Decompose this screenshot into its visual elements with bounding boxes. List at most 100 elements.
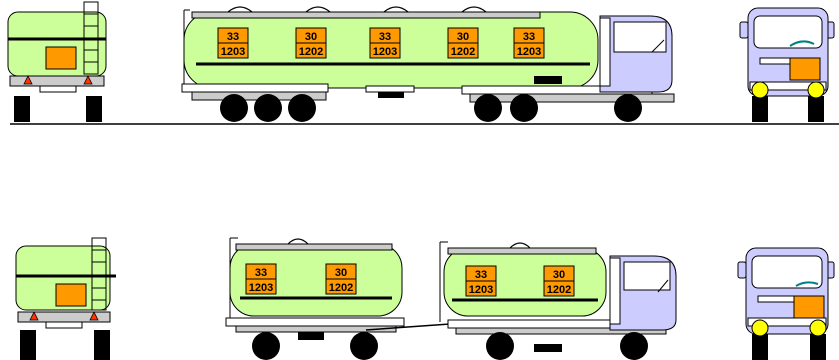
semi-tanker-side-view: 33 1203 30 1202 33 1203 30 1202 33 1203	[181, 6, 675, 122]
hazard-plate: 30 1202	[325, 263, 357, 295]
semi-landing-gear	[365, 85, 415, 93]
wheel	[510, 94, 538, 122]
rear-hazard-plate-blank	[55, 283, 87, 307]
cab-window	[613, 21, 667, 53]
tractor-front-view-bottom	[737, 247, 835, 360]
un-number: 1203	[469, 284, 493, 296]
rigid-truck-side-view: 33 1203 30 1202	[439, 241, 677, 360]
wheel	[350, 332, 378, 360]
hazard-plate: 33 1203	[513, 27, 545, 59]
hazard-number: 33	[523, 31, 535, 43]
front-hazard-plate-blank	[789, 57, 821, 81]
cab-window	[623, 261, 671, 291]
rear-underbar	[39, 85, 77, 93]
headlight-left	[751, 81, 769, 99]
truck-frame-under	[455, 327, 667, 335]
front-wheel-left	[752, 96, 768, 122]
rear-ladder	[83, 1, 99, 75]
front-mirror-left	[737, 261, 747, 279]
headlight-left	[751, 319, 769, 337]
rear-hazard-plate-blank	[45, 46, 77, 70]
tanker-rear-view-bottom	[15, 237, 116, 360]
front-bumper	[747, 317, 827, 327]
hatch-4	[461, 6, 487, 13]
rear-wheel-left	[20, 330, 36, 360]
rear-underbar	[45, 321, 83, 329]
reflector-left	[29, 311, 39, 321]
rear-wheel-left	[14, 96, 30, 122]
hazard-plate: 33 1203	[465, 265, 497, 297]
un-number: 1202	[299, 46, 323, 58]
hazard-number: 33	[379, 31, 391, 43]
hazard-plate: 33 1203	[245, 263, 277, 295]
trailer-tank-walkway	[235, 243, 393, 251]
wheel	[288, 94, 316, 122]
full-trailer-side-view: 33 1203 30 1202	[225, 237, 451, 360]
un-number: 1202	[329, 282, 353, 294]
hazard-plate: 30 1202	[447, 27, 479, 59]
reflector-right	[83, 75, 93, 85]
un-number: 1203	[517, 46, 541, 58]
rear-ladder	[91, 237, 107, 311]
hazard-number: 33	[475, 269, 487, 281]
headlight-right	[809, 319, 827, 337]
hazard-number: 30	[305, 31, 317, 43]
hazard-number: 33	[227, 31, 239, 43]
front-grille-bar	[759, 57, 793, 65]
rear-wheel-right	[86, 96, 102, 122]
front-hazard-plate-blank	[793, 295, 825, 319]
un-number: 1203	[249, 282, 273, 294]
drawbar	[365, 323, 451, 331]
trailer-box	[298, 332, 324, 340]
front-windshield	[753, 15, 823, 49]
rear-wheel-right	[94, 330, 110, 360]
hazard-number: 30	[335, 267, 347, 279]
hazard-plate: 30 1202	[295, 27, 327, 59]
hazard-number: 30	[553, 269, 565, 281]
semi-landing-foot	[378, 92, 404, 98]
semi-chassis-front-rail	[181, 83, 329, 93]
hatch	[287, 238, 309, 245]
hatch-3	[383, 6, 409, 13]
semi-tank-walkway	[191, 11, 541, 19]
tractor-frame-under	[469, 93, 675, 103]
exhaust-stack	[609, 257, 621, 325]
hazard-number: 33	[255, 267, 267, 279]
hazard-number: 30	[457, 31, 469, 43]
un-number: 1202	[547, 284, 571, 296]
exhaust-stack	[599, 17, 611, 87]
wheel	[486, 332, 514, 360]
truck-box	[534, 344, 562, 352]
hatch	[509, 242, 531, 249]
wheel	[254, 94, 282, 122]
front-wheel-right	[810, 334, 826, 360]
tractor-front-view-top	[739, 7, 835, 122]
wiper-icon	[789, 40, 815, 47]
wheel	[220, 94, 248, 122]
tanker-rear-view-top	[7, 1, 107, 122]
wheel	[474, 94, 502, 122]
hatch-2	[305, 6, 331, 13]
reflector-left	[23, 75, 33, 85]
front-wheel-right	[808, 96, 824, 122]
trailer-chassis-rail	[225, 317, 405, 327]
wheel	[614, 94, 642, 122]
truck-tank-walkway	[447, 247, 597, 255]
front-wheel-left	[752, 334, 768, 360]
front-bumper	[749, 81, 827, 91]
wiper-icon	[795, 281, 819, 287]
front-grille-bar	[757, 295, 795, 303]
hazard-plate: 30 1202	[543, 265, 575, 297]
wheel	[252, 332, 280, 360]
hazard-plate: 33 1203	[217, 27, 249, 59]
wheel	[620, 332, 648, 360]
un-number: 1203	[373, 46, 397, 58]
reflector-right	[89, 311, 99, 321]
un-number: 1203	[221, 46, 245, 58]
front-windshield	[751, 255, 823, 289]
front-mirror-left	[739, 21, 749, 39]
un-number: 1202	[451, 46, 475, 58]
hatch-1	[227, 6, 253, 13]
